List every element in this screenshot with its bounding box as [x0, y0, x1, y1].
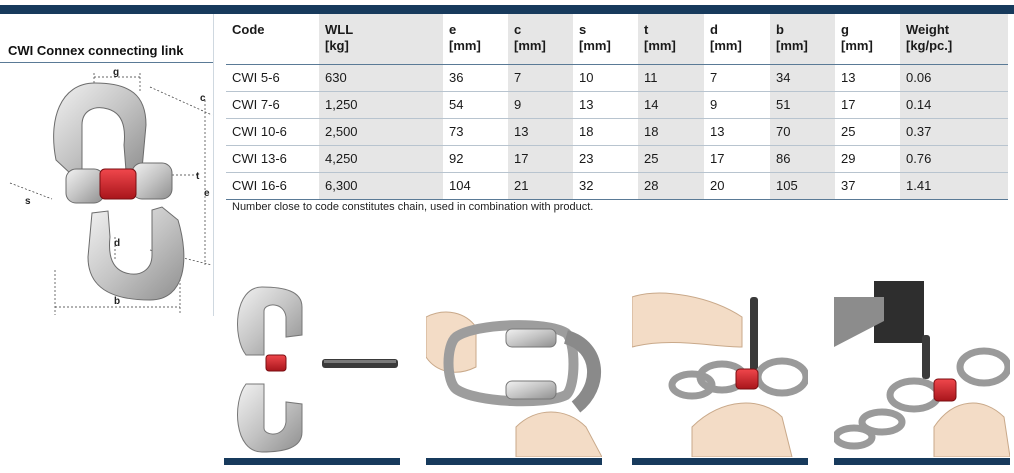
table-header-row: Code WLL[kg] e[mm] c[mm] s[mm] t[mm] d[m…	[226, 14, 1008, 65]
cell-weight: 0.14	[900, 91, 1008, 119]
dim-label-e: e	[204, 188, 210, 199]
cell-d: 13	[704, 118, 770, 146]
table-row: CWI 7-6 1,250 54 9 13 14 9 51 17 0.14	[226, 91, 1008, 119]
link-dimension-diagram: g c t e s d b	[9, 67, 213, 315]
cell-d: 17	[704, 145, 770, 173]
cell-e: 92	[443, 145, 508, 173]
step-4-underline	[834, 458, 1010, 465]
cell-wll: 630	[319, 64, 443, 92]
table-row: CWI 13-6 4,250 92 17 23 25 17 86 29 0.76	[226, 145, 1008, 173]
cell-c: 17	[508, 145, 573, 173]
assembly-step-4-illustration	[834, 281, 1010, 457]
table-row: CWI 10-6 2,500 73 13 18 18 13 70 25 0.37	[226, 118, 1008, 146]
cell-t: 18	[638, 118, 704, 146]
col-header-code: Code	[226, 14, 319, 65]
assembly-step-1-illustration	[237, 286, 398, 453]
dim-label-d: d	[114, 238, 120, 249]
cell-g: 29	[835, 145, 900, 173]
cell-weight: 0.76	[900, 145, 1008, 173]
dim-label-b: b	[114, 296, 120, 307]
cell-b: 51	[770, 91, 835, 119]
cell-d: 7	[704, 64, 770, 92]
dim-label-c: c	[200, 93, 206, 104]
col-header-b: b[mm]	[770, 14, 835, 65]
link-lower-loop	[87, 206, 185, 301]
step-3-underline	[632, 458, 808, 465]
cell-weight: 0.06	[900, 64, 1008, 92]
col-header-s: s[mm]	[573, 14, 638, 65]
col-header-d: d[mm]	[704, 14, 770, 65]
col-header-t: t[mm]	[638, 14, 704, 65]
cell-weight: 0.37	[900, 118, 1008, 146]
cell-wll: 2,500	[319, 118, 443, 146]
cell-g: 37	[835, 172, 900, 200]
spec-table: Code WLL[kg] e[mm] c[mm] s[mm] t[mm] d[m…	[226, 14, 1008, 200]
top-banner-bar	[0, 5, 1014, 14]
cell-s: 18	[573, 118, 638, 146]
cell-t: 28	[638, 172, 704, 200]
dim-label-t: t	[196, 171, 200, 182]
col-header-weight: Weight[kg/pc.]	[900, 14, 1008, 65]
cell-s: 10	[573, 64, 638, 92]
cell-c: 21	[508, 172, 573, 200]
cell-code: CWI 10-6	[226, 118, 319, 146]
cell-d: 20	[704, 172, 770, 200]
cell-e: 73	[443, 118, 508, 146]
cell-g: 25	[835, 118, 900, 146]
link-pin	[99, 168, 137, 200]
cell-e: 54	[443, 91, 508, 119]
title-divider	[0, 62, 213, 63]
cell-code: CWI 7-6	[226, 91, 319, 119]
cell-s: 13	[573, 91, 638, 119]
cell-weight: 1.41	[900, 172, 1008, 200]
col-header-c: c[mm]	[508, 14, 573, 65]
col-header-e: e[mm]	[443, 14, 508, 65]
step-2-underline	[426, 458, 602, 465]
cell-wll: 4,250	[319, 145, 443, 173]
product-title: CWI Connex connecting link	[8, 43, 184, 58]
cell-t: 25	[638, 145, 704, 173]
table-footnote: Number close to code constitutes chain, …	[232, 201, 594, 213]
cell-b: 105	[770, 172, 835, 200]
cell-code: CWI 13-6	[226, 145, 319, 173]
table-row: CWI 16-6 6,300 104 21 32 28 20 105 37 1.…	[226, 172, 1008, 200]
cell-b: 86	[770, 145, 835, 173]
cell-e: 36	[443, 64, 508, 92]
column-divider	[213, 14, 214, 316]
cell-s: 32	[573, 172, 638, 200]
cell-code: CWI 5-6	[226, 64, 319, 92]
cell-c: 7	[508, 64, 573, 92]
cell-b: 70	[770, 118, 835, 146]
cell-wll: 1,250	[319, 91, 443, 119]
cell-e: 104	[443, 172, 508, 200]
assembly-step-3-illustration	[632, 292, 808, 457]
cell-t: 14	[638, 91, 704, 119]
cell-g: 13	[835, 64, 900, 92]
assembly-step-2-illustration	[426, 311, 602, 457]
cell-c: 13	[508, 118, 573, 146]
cell-g: 17	[835, 91, 900, 119]
col-header-g: g[mm]	[835, 14, 900, 65]
cell-c: 9	[508, 91, 573, 119]
cell-t: 11	[638, 64, 704, 92]
table-row: CWI 5-6 630 36 7 10 11 7 34 13 0.06	[226, 64, 1008, 92]
cell-code: CWI 16-6	[226, 172, 319, 200]
cell-b: 34	[770, 64, 835, 92]
dim-label-s: s	[25, 196, 31, 207]
cell-s: 23	[573, 145, 638, 173]
cell-d: 9	[704, 91, 770, 119]
link-upper-loop	[53, 82, 147, 176]
cell-wll: 6,300	[319, 172, 443, 200]
col-header-wll: WLL[kg]	[319, 14, 443, 65]
step-1-underline	[224, 458, 400, 465]
dim-label-g: g	[113, 67, 119, 78]
